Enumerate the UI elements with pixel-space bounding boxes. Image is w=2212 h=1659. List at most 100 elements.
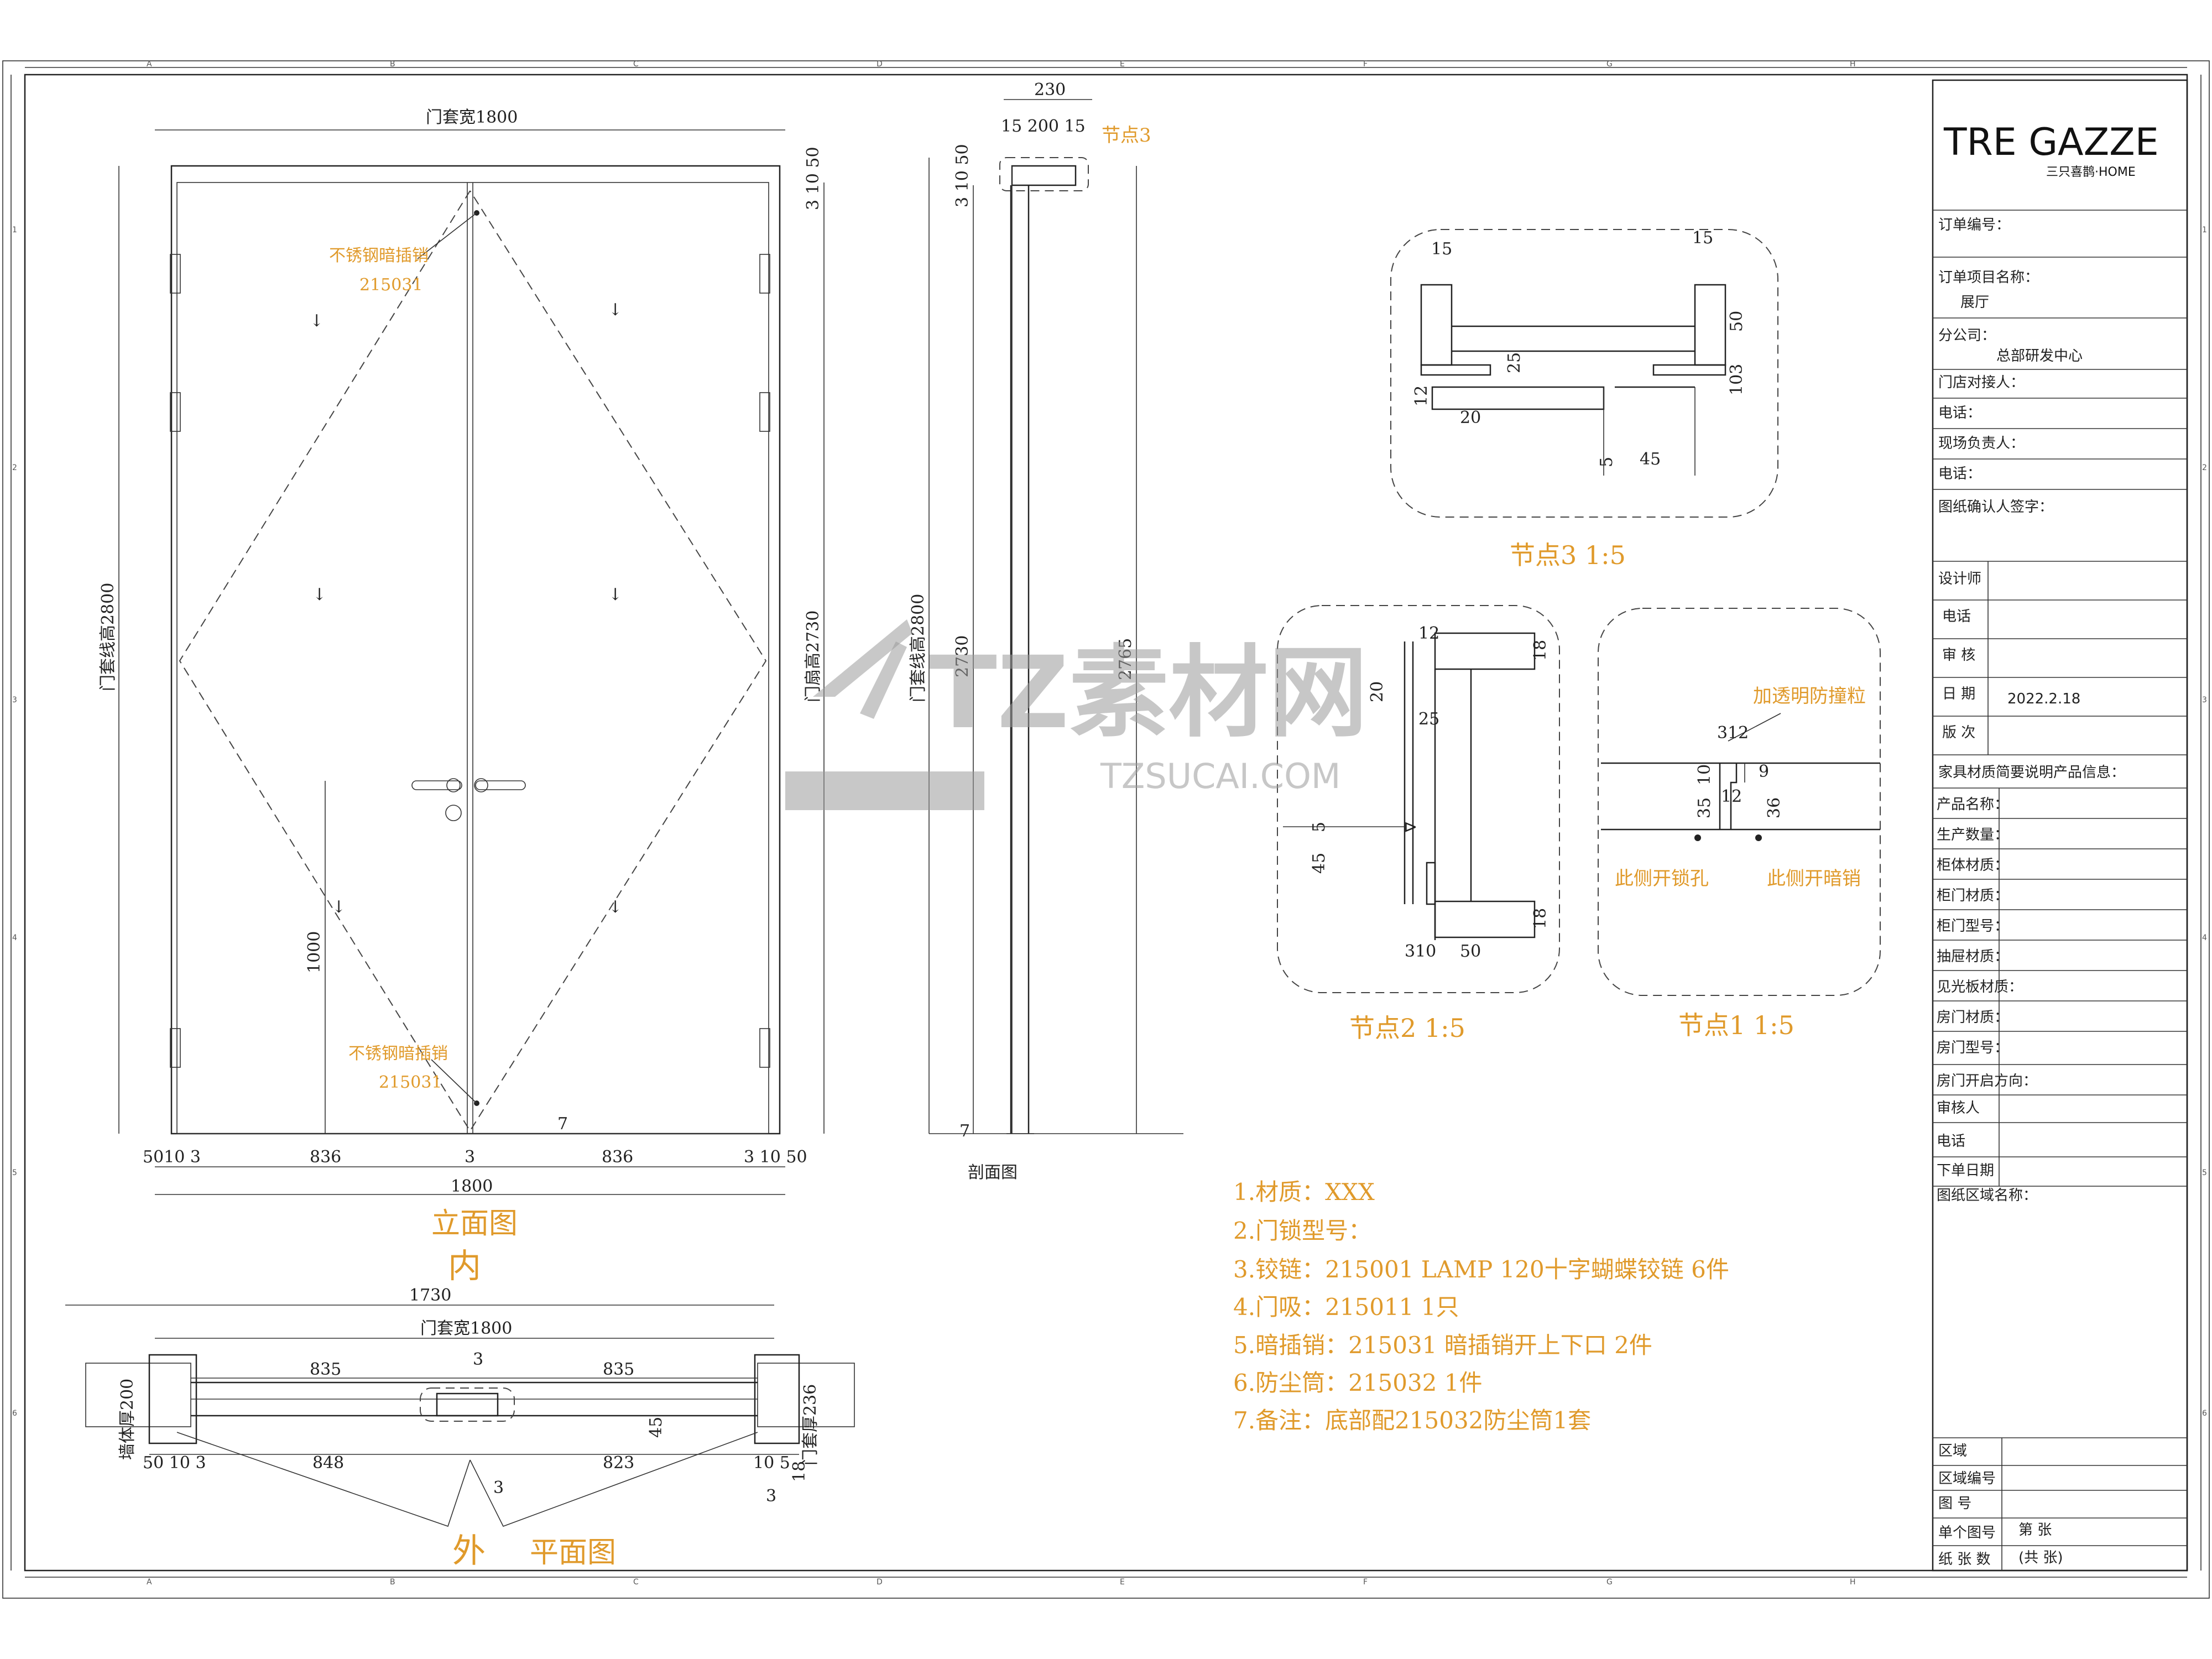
svg-text:分公司：: 分公司： (1938, 327, 1996, 344)
node2-title: 节点2 1:5 (1349, 1013, 1465, 1043)
bolt-bottom-label: 不锈钢暗插销 (348, 1044, 448, 1063)
svg-text:G: G (1606, 1578, 1613, 1587)
svg-text:图 号: 图 号 (1938, 1495, 1971, 1512)
watermark: TZ素材网 TZSUCAI.COM (785, 619, 1368, 810)
svg-text:6: 6 (12, 1409, 17, 1418)
svg-text:1.材质：XXX: 1.材质：XXX (1233, 1178, 1375, 1206)
svg-text:4: 4 (12, 933, 17, 942)
node1-detail: 加透明防撞粒 312 10 9 12 35 36 此侧开锁孔 此侧开暗销 节点1… (1598, 608, 1881, 1040)
svg-text:3: 3 (766, 1486, 776, 1506)
svg-text:TZ素材网: TZ素材网 (929, 635, 1368, 751)
svg-text:现场负责人：: 现场负责人： (1938, 435, 2025, 452)
bolt-side-label: 此侧开暗销 (1767, 868, 1861, 890)
svg-text:↓: ↓ (332, 898, 346, 917)
svg-text:2022.2.18: 2022.2.18 (2007, 691, 2080, 707)
svg-text:25: 25 (1418, 709, 1439, 729)
svg-text:审 核: 审 核 (1942, 647, 1975, 664)
svg-text:E: E (1120, 1578, 1125, 1587)
svg-text:房门开启方向：: 房门开启方向： (1937, 1073, 2037, 1089)
hinge-icons (170, 254, 770, 1068)
svg-text:12: 12 (1721, 787, 1742, 806)
svg-text:4.门吸：215011 1只: 4.门吸：215011 1只 (1233, 1293, 1459, 1321)
svg-text:6.防尘筒：215032 1件: 6.防尘筒：215032 1件 (1233, 1369, 1482, 1396)
svg-text:房门材质：: 房门材质： (1937, 1009, 2008, 1026)
svg-text:7.备注：底部配215032防尘筒1套: 7.备注：底部配215032防尘筒1套 (1233, 1407, 1591, 1434)
svg-text:12: 12 (1412, 385, 1431, 406)
svg-text:103: 103 (1727, 364, 1746, 395)
svg-text:1000: 1000 (305, 931, 324, 973)
svg-text:↓: ↓ (608, 585, 622, 604)
svg-text:门套宽1800: 门套宽1800 (420, 1319, 512, 1338)
svg-text:3: 3 (493, 1478, 504, 1498)
svg-text:门套线高2800: 门套线高2800 (909, 594, 928, 702)
notes-list: 1.材质：XXX 2.门锁型号： 3.铰链：215001 LAMP 120十字蝴… (1233, 1178, 1729, 1434)
svg-text:F: F (1363, 1578, 1368, 1587)
svg-text:H: H (1850, 1578, 1856, 1587)
svg-text:单个图号: 单个图号 (1938, 1525, 1996, 1541)
svg-text:3 10 50: 3 10 50 (804, 147, 823, 210)
svg-text:审核人: 审核人 (1937, 1100, 1980, 1117)
svg-text:门店对接人：: 门店对接人： (1938, 374, 2025, 391)
svg-text:版 次: 版 次 (1942, 724, 1975, 741)
svg-text:2765: 2765 (1116, 638, 1135, 680)
svg-text:下单日期: 下单日期 (1937, 1162, 1994, 1179)
plan-view: 1730 门套宽1800 3 835 835 墙体厚200 门套厚236 45 … (65, 1286, 855, 1571)
elevation-title: 立面图 (431, 1207, 518, 1240)
svg-text:图纸区域名称：: 图纸区域名称： (1937, 1187, 2037, 1204)
svg-text:总部研发中心: 总部研发中心 (1996, 348, 2083, 364)
svg-text:3: 3 (2202, 696, 2207, 705)
svg-text:5: 5 (1310, 822, 1329, 832)
title-block: TRE GAZZE 三只喜鹊·HOME 订单编号： 订单项目名称： 展厅 分公司… (1932, 79, 2188, 1572)
svg-text:230: 230 (1034, 80, 1066, 100)
svg-text:家具材质简要说明产品信息：: 家具材质简要说明产品信息： (1938, 764, 2125, 781)
grid-markers: A B C D E F G H A B C D E F G H 1 2 3 4 … (12, 60, 2207, 1587)
svg-text:2.门锁型号：: 2.门锁型号： (1233, 1217, 1371, 1244)
lock-side-label: 此侧开锁孔 (1615, 868, 1709, 890)
svg-text:房门型号：: 房门型号： (1937, 1040, 2008, 1056)
svg-text:三只喜鹊·HOME: 三只喜鹊·HOME (2046, 165, 2136, 179)
bolt-top-code: 215031 (359, 275, 423, 295)
svg-text:50 10 3: 50 10 3 (143, 1453, 206, 1473)
node3-detail: 15 15 50 25 103 12 20 5 45 节点3 1:5 (1390, 228, 1778, 570)
svg-text:D: D (877, 1578, 883, 1587)
svg-text:↓: ↓ (608, 898, 622, 917)
bolt-bottom-code: 215031 (379, 1073, 442, 1092)
svg-text:5: 5 (2202, 1168, 2207, 1177)
svg-text:3 10 50: 3 10 50 (953, 144, 972, 207)
svg-text:10: 10 (1695, 764, 1714, 785)
svg-text:订单编号：: 订单编号： (1938, 217, 2010, 233)
svg-text:2: 2 (2202, 463, 2207, 472)
dim-total-width: 1800 (451, 1177, 493, 1196)
svg-text:E: E (1120, 60, 1125, 69)
dim-frame-width: 门套宽1800 (426, 108, 518, 127)
svg-text:电话: 电话 (1937, 1133, 1965, 1150)
svg-text:⊳: ⊳ (1404, 817, 1417, 837)
svg-text:TZSUCAI.COM: TZSUCAI.COM (1100, 756, 1340, 796)
svg-text:312: 312 (1717, 723, 1749, 743)
svg-text:7: 7 (959, 1121, 970, 1141)
door-handle (411, 778, 526, 821)
svg-text:3: 3 (473, 1350, 483, 1369)
svg-text:第 张: 第 张 (2018, 1522, 2052, 1538)
svg-text:B: B (390, 60, 395, 69)
svg-text:电话: 电话 (1942, 608, 1971, 625)
plan-title: 平面图 (530, 1536, 616, 1569)
svg-text:(共 张): (共 张) (2018, 1550, 2063, 1566)
svg-text:4: 4 (2202, 933, 2207, 942)
svg-text:G: G (1606, 60, 1613, 69)
svg-text:↓: ↓ (310, 311, 324, 331)
section-view: 230 15 200 15 节点3 门套线高2800 2730 3 10 50 … (909, 80, 1183, 1182)
node1-title: 节点1 1:5 (1678, 1010, 1794, 1040)
svg-text:2730: 2730 (953, 635, 972, 677)
svg-text:C: C (633, 60, 639, 69)
svg-text:15: 15 (1692, 228, 1713, 248)
svg-text:区域: 区域 (1938, 1443, 1967, 1459)
inside-label: 内 (448, 1247, 481, 1286)
bolt-top-label: 不锈钢暗插销 (329, 246, 429, 265)
svg-text:35: 35 (1695, 797, 1714, 818)
svg-text:电话：: 电话： (1938, 405, 1981, 421)
svg-text:日 期: 日 期 (1942, 686, 1975, 702)
svg-text:柜门型号：: 柜门型号： (1937, 918, 2008, 935)
brand-logo: TRE GAZZE (1943, 121, 2159, 164)
